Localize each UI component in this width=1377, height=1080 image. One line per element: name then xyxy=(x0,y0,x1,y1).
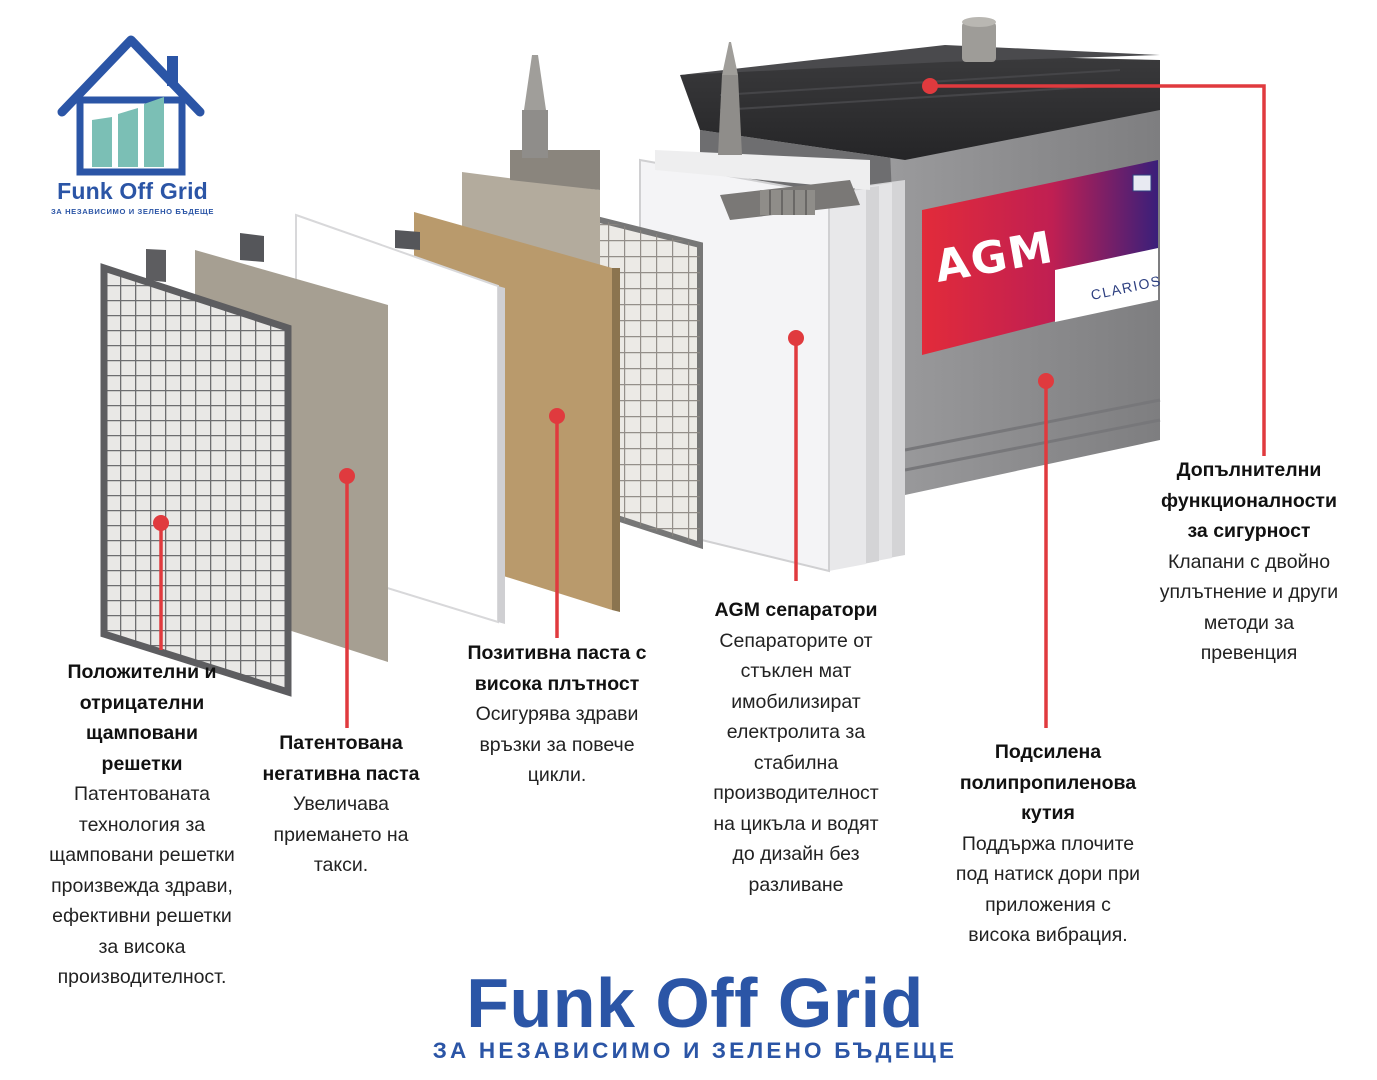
pointer-lines xyxy=(159,84,1266,728)
callout-negative-paste: Патентована негативна паста Увеличава пр… xyxy=(238,728,444,881)
agm-label: AGM CLARIOS xyxy=(922,160,1163,355)
callout-title: Положителни и отрицателни щамповани реше… xyxy=(67,661,217,775)
callout-title: AGM сепаратори xyxy=(714,599,878,621)
callout-description: Патентованата технология за щамповани ре… xyxy=(49,783,235,988)
callout-title: Подсилена полипропиленова кутия xyxy=(959,741,1137,824)
callout-stamped-grids: Положителни и отрицателни щамповани реше… xyxy=(28,657,256,993)
pointer-dot-case xyxy=(1038,373,1054,389)
pointer-dots xyxy=(153,78,1054,531)
brand-name-bottom: Funk Off Grid xyxy=(466,964,924,1042)
callout-safety-features: Допълнителни функционалности за сигурнос… xyxy=(1132,455,1366,669)
brand-name-top: Funk Off Grid xyxy=(57,178,208,204)
callout-description: Клапани с двойно уплътнение и други мето… xyxy=(1159,550,1339,665)
front-grid-plate xyxy=(100,249,292,697)
callout-agm-separators: AGM сепаратори Сепараторите от стъклен м… xyxy=(686,595,906,900)
pointer-dot-grids xyxy=(153,515,169,531)
brand-tagline-top: ЗА НЕЗАВИСИМО И ЗЕЛЕНО БЪДЕЩЕ xyxy=(50,207,215,216)
callout-reinforced-case: Подсилена полипропиленова кутия Поддържа… xyxy=(930,737,1166,951)
pointer-dot-separators xyxy=(788,330,804,346)
callout-description: Осигурява здрави връзки за повече цикли. xyxy=(475,703,639,786)
callout-positive-paste: Позитивна паста с висока плътност Осигур… xyxy=(440,638,674,791)
callout-description: Поддържа плочите под натиск дори при при… xyxy=(955,832,1141,947)
callout-title: Позитивна паста с висока плътност xyxy=(467,642,647,695)
callout-description: Увеличава приемането на такси. xyxy=(273,793,409,876)
brand-logo-top: Funk Off Grid ЗА НЕЗАВИСИМО И ЗЕЛЕНО БЪД… xyxy=(40,178,225,216)
pointer-dot-negative-paste xyxy=(339,468,355,484)
pointer-line-safety xyxy=(930,84,1266,456)
pointer-dot-positive-paste xyxy=(549,408,565,424)
brand-tagline-bottom: ЗА НЕЗАВИСИМО И ЗЕЛЕНО БЪДЕЩЕ xyxy=(432,1038,958,1063)
house-logo-icon xyxy=(57,35,205,176)
pointer-dot-safety xyxy=(922,78,938,94)
callout-description: Сепараторите от стъклен мат имобилизират… xyxy=(713,629,879,896)
brand-logo-bottom: Funk Off Grid ЗА НЕЗАВИСИМО И ЗЕЛЕНО БЪД… xyxy=(415,964,975,1064)
callout-title: Допълнителни функционалности за сигурнос… xyxy=(1161,459,1337,542)
callout-title: Патентована негативна паста xyxy=(262,732,420,785)
